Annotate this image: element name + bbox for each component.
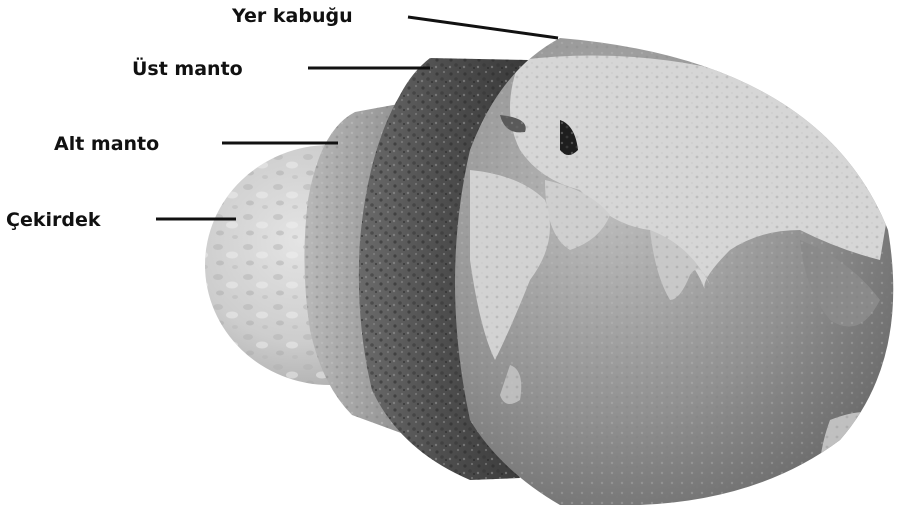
- upper-mantle-label: Üst manto: [132, 56, 243, 80]
- crust-globe: [440, 30, 897, 510]
- crust-label: Yer kabuğu: [231, 5, 353, 27]
- core-label: Çekirdek: [6, 209, 101, 231]
- crust-leader-line: [408, 17, 558, 38]
- lower-mantle-label: Alt manto: [54, 133, 159, 155]
